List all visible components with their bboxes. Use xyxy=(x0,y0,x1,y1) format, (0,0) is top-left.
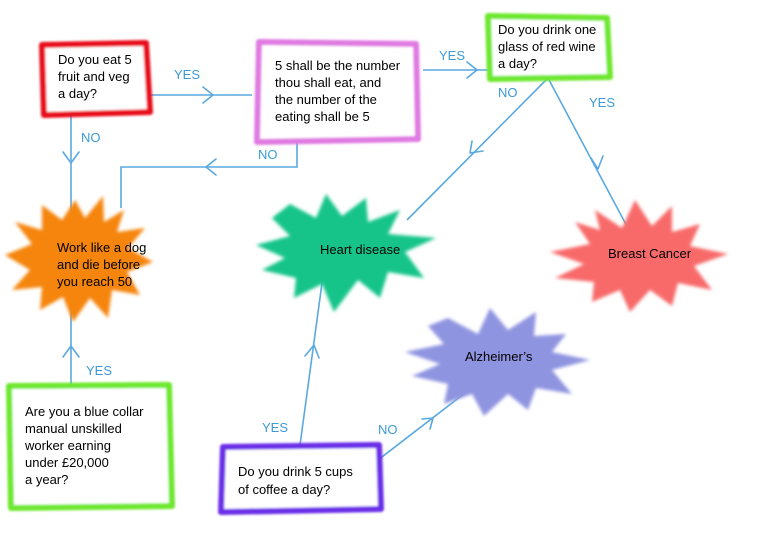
edge-label-wine-yes: YES xyxy=(589,95,615,110)
node-red-wine-text: Do you drink one glass of red wine a day… xyxy=(498,22,600,71)
edge-label-coffee-no: NO xyxy=(378,422,398,437)
edge-coffee-to-heart xyxy=(299,282,323,446)
node-heart-disease: Heart disease xyxy=(256,194,436,312)
edge-label-coffee-yes: YES xyxy=(262,420,288,435)
node-heart-disease-text: Heart disease xyxy=(320,242,400,257)
edge-label-fruit-no: NO xyxy=(81,130,101,145)
edge-wine-to-breast xyxy=(547,77,631,233)
node-work-dog: Work like a dog and die before you reach… xyxy=(5,196,153,322)
node-alzheimers-text: Alzheimer’s xyxy=(465,349,533,364)
node-five-number-text: 5 shall be the number thou shall eat, an… xyxy=(275,58,404,124)
edge-five-to-work xyxy=(120,142,298,208)
edge-label-fruit-yes: YES xyxy=(174,67,200,82)
node-alzheimers: Alzheimer’s xyxy=(405,308,590,416)
edge-five-to-wine xyxy=(423,61,490,79)
edge-wine-to-heart xyxy=(406,77,549,221)
node-blue-collar-text: Are you a blue collar manual unskilled w… xyxy=(24,404,147,487)
edge-label-wine-no: NO xyxy=(498,85,518,100)
node-fruit-veg: Do you eat 5 fruit and veg a day? xyxy=(39,40,153,118)
node-fruit-veg-text: Do you eat 5 fruit and veg a day? xyxy=(58,52,135,101)
node-five-number: 5 shall be the number thou shall eat, an… xyxy=(254,39,421,145)
edge-label-five-no: NO xyxy=(258,147,278,162)
edge-fruit-to-work xyxy=(62,112,80,212)
node-coffee-text: Do you drink 5 cups of coffee a day? xyxy=(238,464,357,497)
node-breast-cancer: Breast Cancer xyxy=(550,200,728,312)
node-coffee: Do you drink 5 cups of coffee a day? xyxy=(218,442,384,515)
edge-label-five-yes: YES xyxy=(439,48,465,63)
edge-label-collar-yes: YES xyxy=(86,363,112,378)
node-work-dog-text: Work like a dog and die before you reach… xyxy=(57,240,150,289)
node-breast-cancer-text: Breast Cancer xyxy=(608,246,692,261)
edge-labels: YES NO YES NO NO YES YES YES NO xyxy=(81,48,615,437)
node-red-wine: Do you drink one glass of red wine a day… xyxy=(485,13,613,82)
edge-fruit-to-five xyxy=(150,86,252,104)
node-blue-collar: Are you a blue collar manual unskilled w… xyxy=(6,382,175,511)
